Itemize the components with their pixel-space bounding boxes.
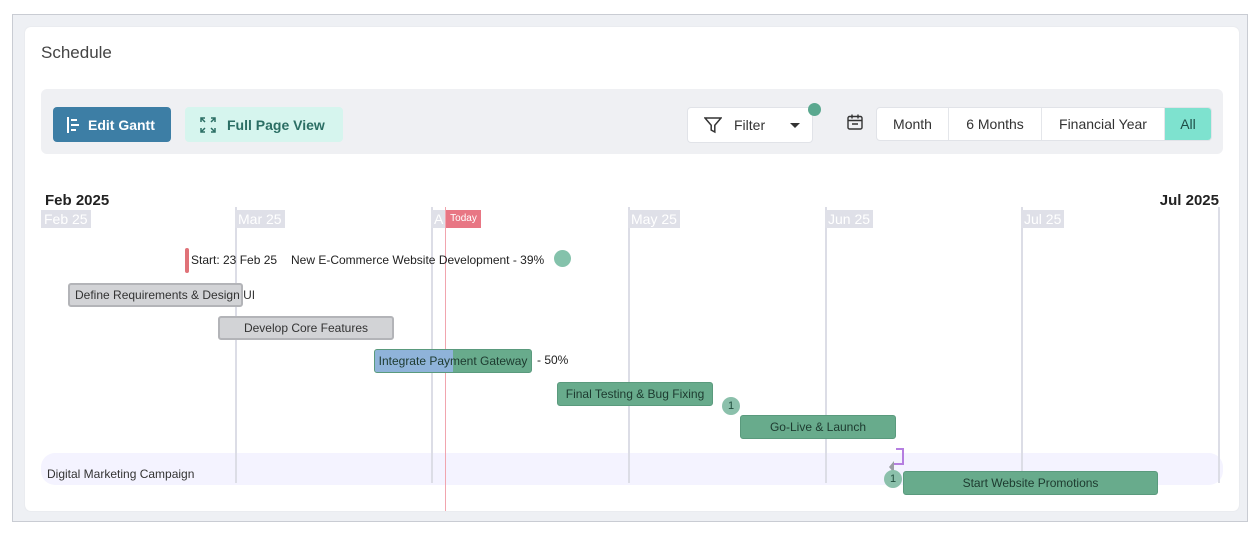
- filter-icon: [704, 116, 722, 133]
- card-title: Schedule: [41, 43, 112, 62]
- task-progress-label: - 50%: [537, 353, 569, 367]
- today-badge: Today: [446, 210, 481, 228]
- task-bar-start-promotions[interactable]: Start Website Promotions: [903, 471, 1158, 495]
- range-end-label: Jul 2025: [1159, 192, 1219, 209]
- task-label: Final Testing & Bug Fixing: [565, 387, 705, 401]
- filter-label: Filter: [734, 117, 766, 133]
- task-bar-final-testing[interactable]: Final Testing & Bug Fixing: [557, 382, 713, 406]
- chevron-down-icon: [790, 123, 800, 128]
- full-page-view-button[interactable]: Full Page View: [185, 107, 343, 142]
- month-gridline: [235, 207, 237, 483]
- task-progress-fill: [375, 350, 453, 372]
- filter-dropdown[interactable]: Filter: [687, 107, 813, 143]
- month-gridline: [1021, 207, 1023, 483]
- task-bar-define-requirements[interactable]: Define Requirements & Design UI: [68, 283, 255, 307]
- project-milestone-dot[interactable]: [554, 250, 571, 267]
- group-label: Digital Marketing Campaign: [47, 467, 195, 481]
- month-label: Mar 25: [235, 210, 285, 228]
- filter-active-indicator: [808, 103, 821, 116]
- project-start-marker: [185, 248, 189, 273]
- month-label: Jul 25: [1021, 210, 1065, 228]
- range-financial-year-button[interactable]: Financial Year: [1042, 108, 1165, 140]
- month-gridline: [825, 207, 827, 483]
- task-label: Integrate Payment Gateway: [378, 354, 528, 368]
- range-month-button[interactable]: Month: [877, 108, 949, 140]
- task-label: Develop Core Features: [243, 321, 369, 335]
- project-title: New E-Commerce Website Development - 39%: [291, 253, 545, 267]
- dependency-count-badge[interactable]: 1: [722, 397, 740, 415]
- gantt-toolbar: Edit Gantt Full Page View Filter: [41, 89, 1223, 154]
- month-label: May 25: [628, 210, 680, 228]
- schedule-card: Schedule Edit Gantt Full Page View: [25, 27, 1239, 511]
- range-all-button[interactable]: All: [1165, 108, 1211, 140]
- month-label: Jun 25: [825, 210, 874, 228]
- month-label: Feb 25: [41, 210, 91, 228]
- project-start-label: Start: 23 Feb 25: [191, 253, 278, 267]
- schedule-panel: Schedule Edit Gantt Full Page View: [12, 14, 1248, 522]
- range-selector: Month 6 Months Financial Year All: [876, 107, 1212, 141]
- task-bar-go-live[interactable]: Go-Live & Launch: [740, 415, 896, 439]
- task-label: Go-Live & Launch: [769, 420, 867, 434]
- expand-icon: [200, 116, 216, 133]
- month-label: A: [431, 210, 447, 228]
- edit-gantt-button[interactable]: Edit Gantt: [53, 107, 171, 142]
- month-gridline: [1218, 207, 1220, 483]
- range-start-label: Feb 2025: [45, 192, 110, 209]
- task-bar-develop-core[interactable]: Develop Core Features: [218, 316, 394, 340]
- full-page-view-label: Full Page View: [227, 116, 325, 133]
- gantt-edit-icon: [67, 116, 79, 133]
- task-label: Start Website Promotions: [962, 476, 1099, 490]
- task-bar-integrate-payment[interactable]: Integrate Payment Gateway: [374, 349, 532, 373]
- dependency-count-badge[interactable]: 1: [884, 470, 902, 488]
- range-6-months-button[interactable]: 6 Months: [949, 108, 1042, 140]
- task-label: Define Requirements & Design UI: [75, 288, 256, 302]
- edit-gantt-label: Edit Gantt: [88, 116, 155, 133]
- month-gridline: [628, 207, 630, 483]
- calendar-icon: [847, 114, 863, 130]
- month-gridline: [431, 207, 433, 483]
- gantt-chart: Feb 2025 Jul 2025 Feb 25 Mar 25 A May 25…: [25, 187, 1239, 511]
